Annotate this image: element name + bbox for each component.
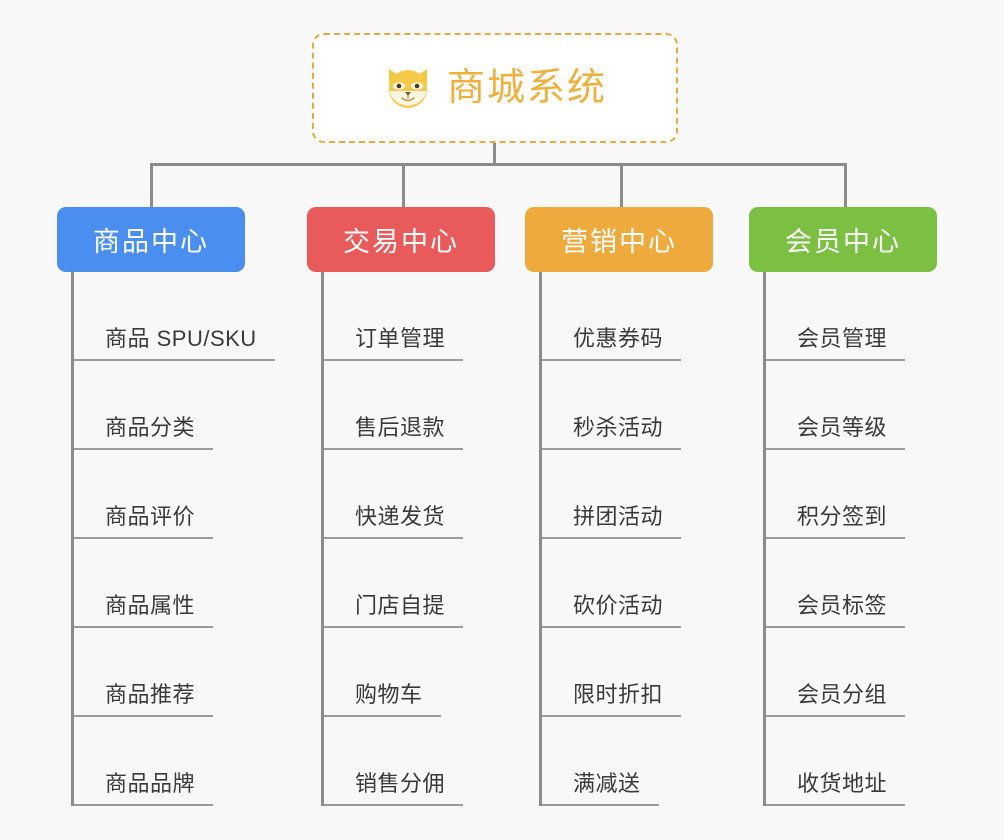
column-spine — [321, 272, 324, 806]
list-item[interactable]: 订单管理 — [321, 272, 537, 361]
list-item[interactable]: 优惠券码 — [539, 272, 755, 361]
category-header-label: 交易中心 — [343, 227, 459, 257]
category-header-member[interactable]: 会员中心 — [749, 207, 937, 272]
list-item-label: 积分签到 — [766, 506, 906, 539]
list-item-label: 满减送 — [542, 773, 659, 806]
list-item-label: 商品品牌 — [74, 773, 214, 806]
list-item-label: 售后退款 — [324, 417, 464, 450]
list-item-label: 优惠券码 — [542, 328, 682, 361]
list-item[interactable]: 商品推荐 — [71, 628, 287, 717]
list-item[interactable]: 销售分佣 — [321, 717, 537, 806]
list-item-label: 限时折扣 — [542, 684, 682, 717]
list-item[interactable]: 秒杀活动 — [539, 361, 755, 450]
root-node[interactable]: 商城系统 — [312, 33, 678, 143]
list-item[interactable]: 收货地址 — [763, 717, 979, 806]
category-header-label: 会员中心 — [785, 227, 901, 257]
root-title: 商城系统 — [446, 67, 607, 109]
list-item[interactable]: 快递发货 — [321, 450, 537, 539]
list-item-label: 拼团活动 — [542, 506, 682, 539]
list-item[interactable]: 购物车 — [321, 628, 537, 717]
category-header-label: 商品中心 — [93, 227, 209, 257]
list-item[interactable]: 积分签到 — [763, 450, 979, 539]
connector-drop-3 — [620, 163, 623, 209]
shiba-dog-face-icon — [388, 69, 427, 108]
list-item[interactable]: 会员管理 — [763, 272, 979, 361]
list-item[interactable]: 拼团活动 — [539, 450, 755, 539]
list-item-label: 商品分类 — [74, 417, 214, 450]
category-column-product: 商品中心 商品 SPU/SKU 商品分类 商品评价 商品属性 商品推荐 商品品牌 — [57, 207, 287, 806]
list-item-label: 会员分组 — [766, 684, 906, 717]
list-item-label: 会员等级 — [766, 417, 906, 450]
list-item-label: 快递发货 — [324, 506, 464, 539]
column-spine — [71, 272, 74, 806]
list-item-label: 订单管理 — [324, 328, 464, 361]
list-item-label: 商品评价 — [74, 506, 214, 539]
list-item[interactable]: 限时折扣 — [539, 628, 755, 717]
connector-bus — [150, 163, 847, 166]
category-header-label: 营销中心 — [561, 227, 677, 257]
category-header-trade[interactable]: 交易中心 — [307, 207, 495, 272]
connector-drop-2 — [402, 163, 405, 209]
list-item[interactable]: 砍价活动 — [539, 539, 755, 628]
list-item-label: 砍价活动 — [542, 595, 682, 628]
list-item[interactable]: 会员分组 — [763, 628, 979, 717]
list-item-label: 秒杀活动 — [542, 417, 682, 450]
column-spine — [539, 272, 542, 806]
list-item-label: 销售分佣 — [324, 773, 464, 806]
list-item[interactable]: 商品 SPU/SKU — [71, 272, 287, 361]
connector-drop-4 — [844, 163, 847, 209]
category-column-marketing: 营销中心 优惠券码 秒杀活动 拼团活动 砍价活动 限时折扣 满减送 — [525, 207, 755, 806]
list-item[interactable]: 满减送 — [539, 717, 755, 806]
category-header-marketing[interactable]: 营销中心 — [525, 207, 713, 272]
list-item[interactable]: 会员标签 — [763, 539, 979, 628]
category-items-trade: 订单管理 售后退款 快递发货 门店自提 购物车 销售分佣 — [307, 272, 537, 806]
list-item-label: 收货地址 — [766, 773, 906, 806]
category-column-trade: 交易中心 订单管理 售后退款 快递发货 门店自提 购物车 销售分佣 — [307, 207, 537, 806]
category-items-product: 商品 SPU/SKU 商品分类 商品评价 商品属性 商品推荐 商品品牌 — [57, 272, 287, 806]
column-spine — [763, 272, 766, 806]
list-item-label: 购物车 — [324, 684, 441, 717]
list-item[interactable]: 商品分类 — [71, 361, 287, 450]
category-column-member: 会员中心 会员管理 会员等级 积分签到 会员标签 会员分组 收货地址 — [749, 207, 979, 806]
list-item-label: 商品 SPU/SKU — [74, 328, 275, 361]
list-item-label: 商品推荐 — [74, 684, 214, 717]
list-item-label: 会员管理 — [766, 328, 906, 361]
list-item-label: 门店自提 — [324, 595, 464, 628]
category-items-marketing: 优惠券码 秒杀活动 拼团活动 砍价活动 限时折扣 满减送 — [525, 272, 755, 806]
list-item-label: 会员标签 — [766, 595, 906, 628]
list-item[interactable]: 商品属性 — [71, 539, 287, 628]
list-item[interactable]: 商品品牌 — [71, 717, 287, 806]
list-item[interactable]: 门店自提 — [321, 539, 537, 628]
list-item[interactable]: 商品评价 — [71, 450, 287, 539]
list-item-label: 商品属性 — [74, 595, 214, 628]
connector-root-stem — [493, 143, 496, 165]
list-item[interactable]: 会员等级 — [763, 361, 979, 450]
list-item[interactable]: 售后退款 — [321, 361, 537, 450]
connector-drop-1 — [150, 163, 153, 209]
category-items-member: 会员管理 会员等级 积分签到 会员标签 会员分组 收货地址 — [749, 272, 979, 806]
category-header-product[interactable]: 商品中心 — [57, 207, 245, 272]
